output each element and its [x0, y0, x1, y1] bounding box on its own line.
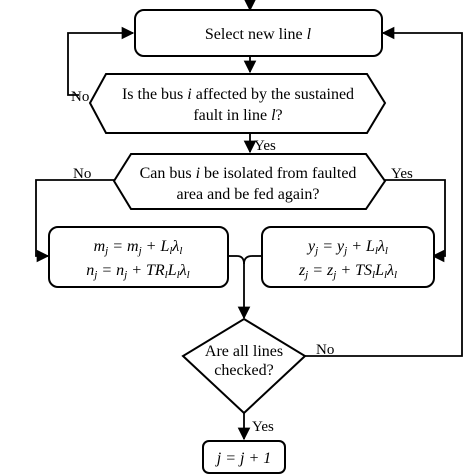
arrow-no-to-left-box — [35, 179, 114, 263]
label-no-checked: No — [316, 342, 334, 358]
bus-affected-node: Is the bus i affected by the sustained f… — [88, 73, 387, 134]
label-no-affected: No — [71, 89, 89, 105]
select-line-node: Select new line l — [134, 9, 383, 57]
arrow-yes-to-right-box — [385, 179, 446, 263]
increment-text: j = j + 1 — [215, 450, 271, 467]
left-eq-n: nj = nj + TRlLlλl — [86, 262, 189, 281]
label-yes-affected: Yes — [254, 138, 276, 154]
left-eq-m: mj = mj + Llλl — [94, 238, 183, 257]
all-checked-line1: Are all lines — [205, 343, 283, 360]
right-equation-node: yj = yj + Llλl zj = zj + TSlLlλl — [261, 226, 435, 288]
bus-isolated-line1: Can bus i be isolated from faulted — [140, 165, 357, 182]
left-equation-node: mj = mj + Llλl nj = nj + TRlLlλl — [48, 226, 229, 288]
bus-isolated-line2: area and be fed again? — [176, 186, 319, 203]
connectors — [35, 0, 463, 441]
arrow-no-loop-checked — [305, 26, 463, 357]
bus-affected-line1: Is the bus i affected by the sustained — [122, 86, 354, 103]
all-checked-line2: checked? — [214, 362, 274, 379]
bus-isolated-node: Can bus i be isolated from faulted area … — [112, 153, 387, 210]
bus-affected-line2: fault in line l? — [193, 107, 282, 124]
right-eq-y: yj = yj + Llλl — [306, 238, 388, 257]
label-no-isolated: No — [73, 166, 91, 182]
arrow-no-loop-affected — [67, 26, 135, 96]
right-eq-z: zj = zj + TSlLlλl — [298, 262, 397, 281]
label-yes-checked: Yes — [252, 419, 274, 435]
increment-node: j = j + 1 — [202, 440, 286, 474]
all-checked-node: Are all lines checked? — [181, 317, 307, 415]
label-yes-isolated: Yes — [391, 166, 413, 182]
edge-labels: No Yes No Yes No Yes — [71, 89, 413, 435]
select-line-text: Select new line l — [205, 26, 312, 43]
